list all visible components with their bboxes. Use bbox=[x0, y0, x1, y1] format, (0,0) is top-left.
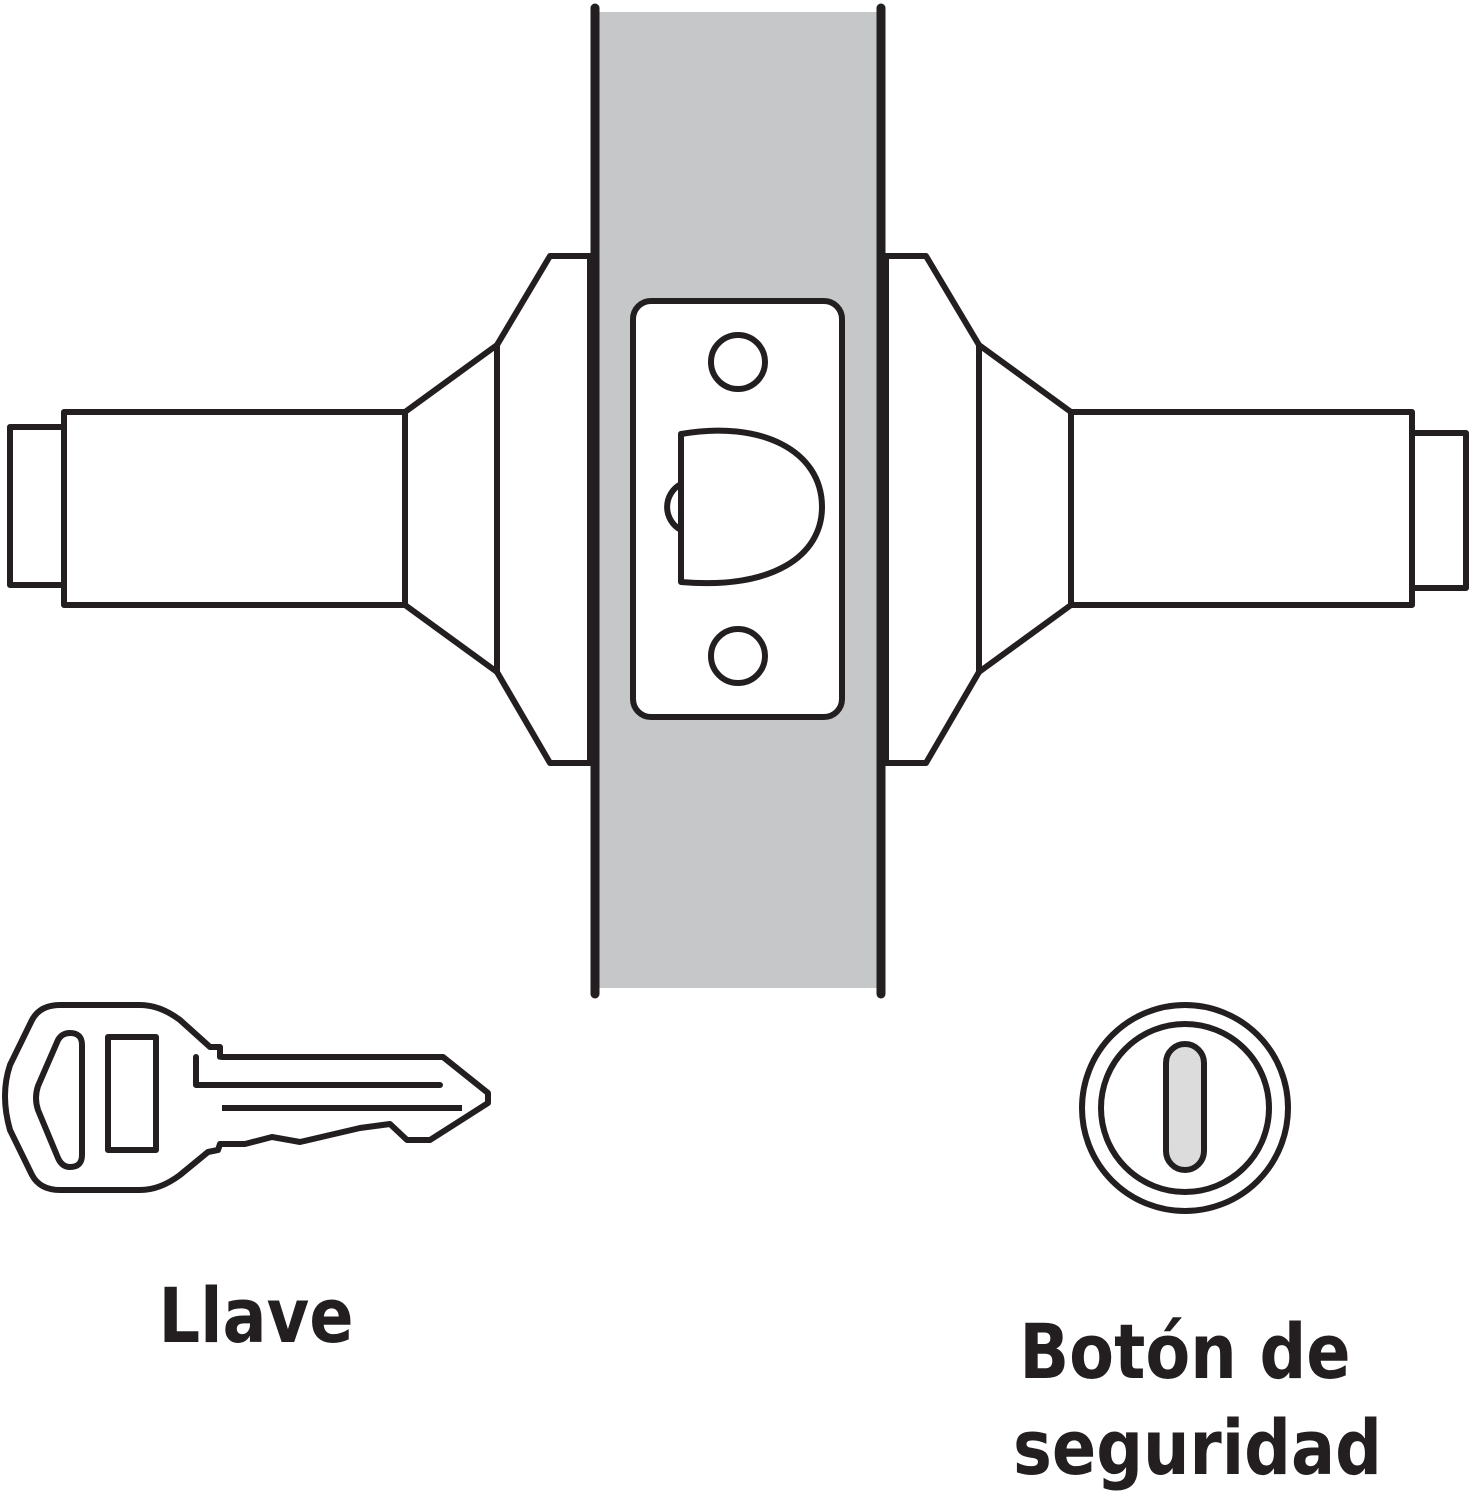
privacy-button-label: Botón de seguridad bbox=[1013, 1304, 1382, 1496]
right-lever-end-cap bbox=[1409, 430, 1469, 591]
privacy-button-icon bbox=[1079, 1002, 1291, 1214]
key-shoulder bbox=[193, 1054, 443, 1088]
right-lever-handle bbox=[1068, 409, 1415, 608]
latch-bolt bbox=[678, 427, 825, 587]
right-rose-flange bbox=[883, 253, 982, 766]
key-icon bbox=[2, 1002, 491, 1193]
screw-hole-bottom bbox=[708, 626, 768, 686]
right-rose-cone bbox=[976, 342, 1074, 675]
privacy-button-slot bbox=[1163, 1041, 1207, 1173]
latch-plate bbox=[630, 298, 845, 720]
key-label: Llave bbox=[127, 1268, 385, 1364]
left-lever-handle bbox=[61, 409, 408, 608]
privacy-button-label-line2: seguridad bbox=[1013, 1403, 1382, 1492]
left-lever-assembly bbox=[7, 253, 593, 766]
key-bow-hole bbox=[33, 1030, 85, 1170]
left-rose-flange bbox=[494, 253, 593, 766]
key-label-text: Llave bbox=[158, 1271, 354, 1360]
privacy-button-label-line1: Botón de bbox=[1019, 1307, 1351, 1396]
right-lever-assembly bbox=[883, 253, 1469, 766]
left-lever-end-cap bbox=[7, 424, 67, 588]
screw-hole-top bbox=[708, 332, 768, 392]
left-rose-cone bbox=[402, 342, 500, 675]
key-bow-slot bbox=[105, 1034, 159, 1153]
